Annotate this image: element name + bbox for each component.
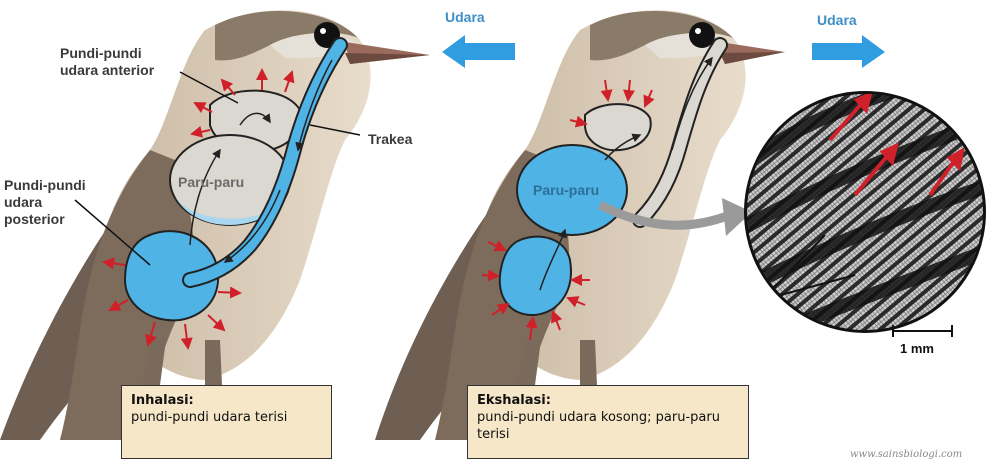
scale-bar-label: 1 mm [900, 341, 934, 356]
right-bird [375, 10, 785, 440]
air-in-label: Udara [445, 9, 485, 25]
exhalation-title: Ekshalasi: [477, 393, 551, 408]
inhalation-caption: Inhalasi: pundi-pundi udara terisi [121, 385, 332, 459]
watermark: www.sainsbiologi.com [850, 449, 963, 460]
trachea-label: Trakea [368, 131, 413, 147]
lungs-label-right: Paru-paru [533, 182, 600, 198]
air-out-label: Udara [817, 12, 857, 28]
micrograph-loupe [744, 91, 986, 337]
posterior-air-sacs-label: Pundi-pundi udara posterior [4, 177, 86, 227]
exhalation-text: pundi-pundi udara kosong; paru-paru teri… [477, 410, 720, 442]
air-arrows [442, 35, 885, 68]
anterior-air-sacs-label: Pundi-pundi udara anterior [60, 45, 155, 78]
lungs-label-left: Paru-paru [178, 174, 245, 190]
inhalation-text: pundi-pundi udara terisi [131, 410, 288, 425]
inhalation-title: Inhalasi: [131, 393, 194, 408]
left-bird [0, 10, 430, 440]
exhalation-caption: Ekshalasi: pundi-pundi udara kosong; par… [467, 385, 749, 459]
